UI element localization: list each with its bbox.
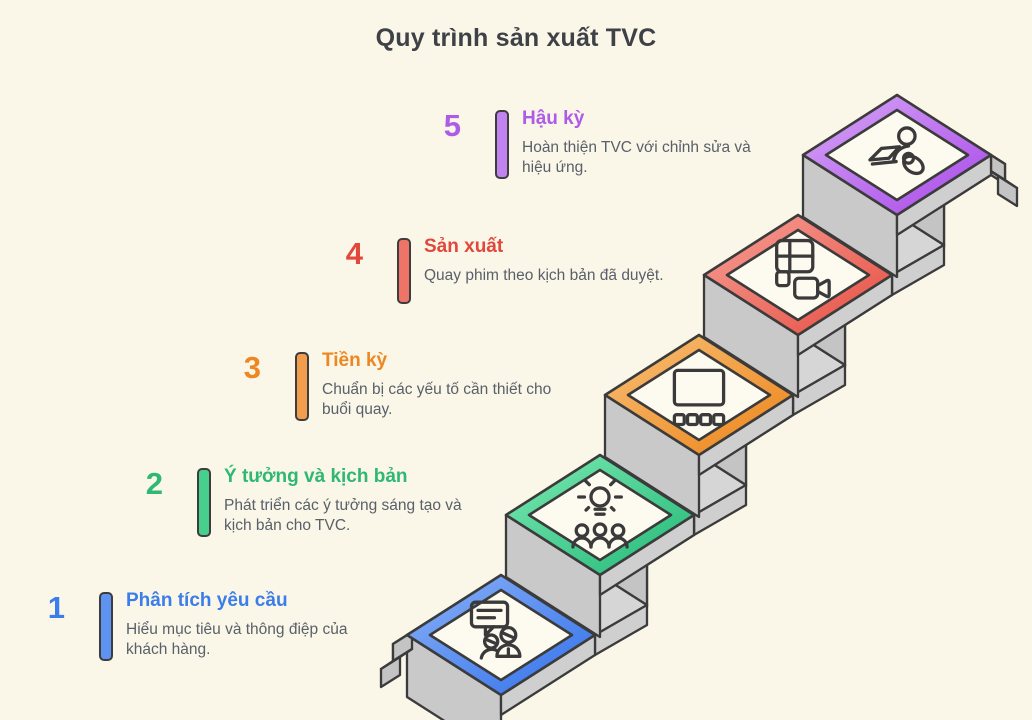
step-label-1: 1 Phân tích yêu cầu Hiểu mục tiêu và thô… — [29, 590, 401, 662]
step-description: Quay phim theo kịch bản đã duyệt. — [424, 266, 664, 284]
step-color-bar — [295, 352, 309, 422]
step-color-bar — [397, 238, 411, 304]
step-platform-2 — [504, 453, 696, 577]
step-title: Hậu kỳ — [522, 108, 585, 129]
step-platform-4 — [702, 213, 894, 337]
step-title: Tiền kỳ — [322, 350, 388, 371]
step-title: Ý tưởng và kịch bản — [224, 466, 408, 487]
step-platform-3 — [603, 333, 795, 457]
step-color-bar — [495, 110, 509, 180]
video-camera-icon — [775, 238, 831, 300]
step-label-3: 3 Tiền kỳ Chuẩn bị các yếu tố cần thiết … — [225, 350, 597, 422]
step-color-bar — [99, 592, 113, 662]
step-title: Phân tích yêu cầu — [126, 590, 288, 611]
step-color-bar — [197, 468, 211, 538]
step-description: Hoàn thiện TVC với chỉnh sửa và hiệu ứng… — [522, 138, 751, 177]
step-label-2: 2 Ý tưởng và kịch bản Phát triển các ý t… — [127, 466, 499, 538]
step-label-5: 5 Hậu kỳ Hoàn thiện TVC với chỉnh sửa và… — [425, 108, 797, 180]
step-platform-5 — [801, 93, 993, 217]
step-platform-1 — [405, 573, 597, 697]
step-number: 2 — [145, 466, 163, 501]
idea-team-icon — [571, 478, 629, 549]
step-title: Sản xuất — [424, 236, 504, 257]
step-label-4: 4 Sản xuất Quay phim theo kịch bản đã du… — [327, 236, 699, 304]
step-number: 3 — [243, 350, 261, 385]
editing-person-icon — [868, 126, 925, 176]
step-description: Chuẩn bị các yếu tố cần thiết cho buổi q… — [322, 380, 552, 419]
chat-people-icon — [469, 600, 522, 660]
platform-sides — [405, 153, 993, 720]
storyboard-icon — [672, 368, 726, 427]
step-number: 1 — [47, 590, 65, 625]
step-number: 5 — [443, 108, 461, 143]
step-number: 4 — [345, 236, 363, 271]
step-description: Hiểu mục tiêu và thông điệp của khách hà… — [126, 620, 348, 659]
page-title: Quy trình sản xuất TVC — [375, 24, 657, 52]
step-description: Phát triển các ý tưởng sáng tạo và kịch … — [224, 496, 462, 535]
